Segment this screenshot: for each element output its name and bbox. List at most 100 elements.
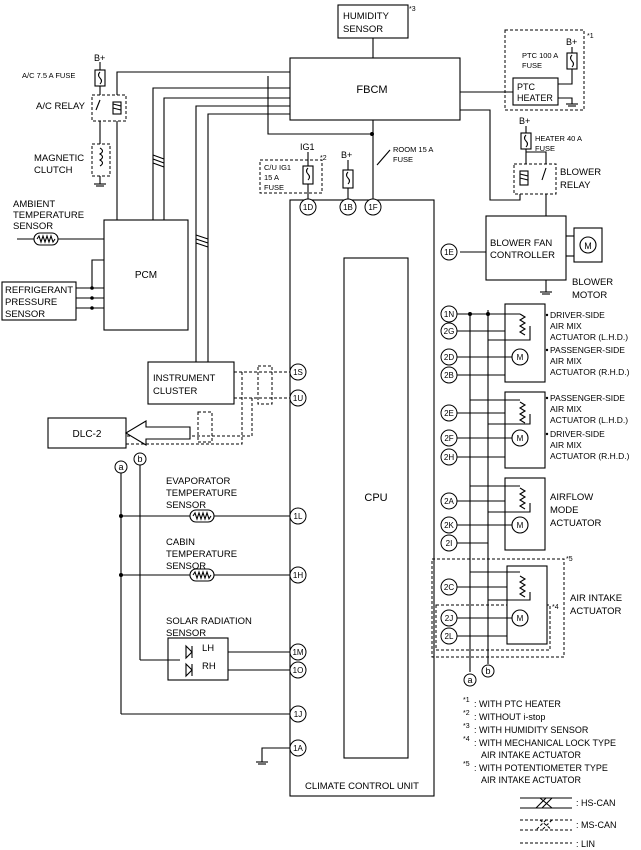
cu-note: *2 bbox=[320, 155, 327, 162]
terminal-1B: 1B bbox=[343, 203, 353, 212]
intake-note-4: *4 bbox=[552, 604, 559, 611]
ccu-top-terminals: 1D 1B 1F bbox=[299, 198, 382, 216]
cabin-sensor: CABIN TEMPERATURE SENSOR bbox=[119, 537, 290, 582]
instrument-cluster-label-1: INSTRUMENT bbox=[153, 373, 215, 384]
blower-motor-label-2: MOTOR bbox=[572, 290, 607, 301]
terminal-1A: 1A bbox=[293, 744, 303, 753]
air-intake-label-1: AIR INTAKE bbox=[570, 593, 622, 604]
terminal-2G: 2G bbox=[444, 327, 455, 336]
fbcm: FBCM bbox=[289, 57, 461, 121]
magnetic-clutch-label-1: MAGNETIC bbox=[34, 153, 84, 164]
refrigerant-sensor-label-2: PRESSURE bbox=[5, 297, 57, 308]
note-4-mark: *4 bbox=[463, 736, 470, 743]
blower-fan-controller-label-1: BLOWER FAN bbox=[490, 238, 552, 249]
terminal-2F: 2F bbox=[444, 434, 453, 443]
air-mix-2-lower-3: ACTUATOR (R.H.D.) bbox=[550, 451, 630, 461]
humidity-sensor-label-2: SENSOR bbox=[343, 24, 383, 35]
note-2-text: : WITHOUT i-stop bbox=[474, 712, 545, 722]
cabin-sensor-label-2: TEMPERATURE bbox=[166, 549, 237, 560]
connector-b-left: b bbox=[137, 454, 142, 464]
legend-ms-can: : MS-CAN bbox=[576, 820, 617, 830]
humidity-note: *3 bbox=[409, 6, 416, 13]
terminal-2K: 2K bbox=[444, 521, 454, 530]
blower-motor-label-1: BLOWER bbox=[572, 277, 613, 288]
left-connectors: a b bbox=[114, 452, 147, 714]
terminal-2H: 2H bbox=[444, 453, 454, 462]
ig1-label: IG1 bbox=[300, 142, 315, 152]
cpu-label: CPU bbox=[364, 492, 387, 504]
cabin-sensor-label-1: CABIN bbox=[166, 537, 195, 548]
climate-control-unit: CPU CLIMATE CONTROL UNIT bbox=[289, 199, 435, 797]
air-intake-label-2: ACTUATOR bbox=[570, 606, 622, 617]
ccu-label: CLIMATE CONTROL UNIT bbox=[305, 781, 419, 792]
ac-fuse-label: A/C 7.5 A FUSE bbox=[22, 71, 75, 80]
evap-sensor-label-3: SENSOR bbox=[166, 500, 206, 511]
terminal-1D: 1D bbox=[303, 203, 313, 212]
ambient-sensor-label-2: TEMPERATURE bbox=[13, 210, 84, 221]
airflow-label-3: ACTUATOR bbox=[550, 518, 602, 529]
evap-sensor-label-1: EVAPORATOR bbox=[166, 476, 231, 487]
ptc-heater-label-2: HEATER bbox=[517, 93, 553, 103]
blower-relay-group: B+ HEATER 40 A FUSE BLOWER RELAY bbox=[460, 109, 601, 216]
terminal-1F: 1F bbox=[368, 203, 377, 212]
blower-fan-group: BLOWER FAN CONTROLLER M BLOWER MOTOR bbox=[460, 215, 613, 301]
air-mix-1-lower-1: PASSENGER-SIDE bbox=[550, 345, 625, 355]
air-intake-m: M bbox=[517, 614, 524, 623]
ccu-left-terminals: 1S 1U 1L 1H 1M 1O 1J 1A bbox=[289, 363, 307, 757]
airflow-m: M bbox=[517, 521, 524, 530]
air-mix-actuator-group-1: M DRIVER-SIDE AIR MIX ACTUATOR (L.H.D.) … bbox=[457, 303, 630, 383]
dlc2-arrow bbox=[124, 420, 191, 446]
note-4-text: : WITH MECHANICAL LOCK TYPE bbox=[474, 738, 616, 748]
air-mix-2-upper-3: ACTUATOR (L.H.D.) bbox=[550, 415, 628, 425]
air-mix-2-lower-1: DRIVER-SIDE bbox=[550, 429, 605, 439]
blower-motor-m: M bbox=[584, 241, 592, 251]
terminal-2L: 2L bbox=[445, 632, 454, 641]
note-3-text: : WITH HUMIDITY SENSOR bbox=[474, 725, 589, 735]
instrument-cluster-label-2: CLUSTER bbox=[153, 386, 197, 397]
terminal-2J: 2J bbox=[445, 614, 453, 623]
dlc2-box bbox=[47, 417, 127, 449]
terminal-2D: 2D bbox=[444, 353, 454, 362]
evaporator-sensor: EVAPORATOR TEMPERATURE SENSOR bbox=[119, 476, 290, 523]
lin-bus-lines: a b bbox=[457, 310, 495, 687]
refrigerant-sensor-label-1: REFRIGERANT bbox=[5, 285, 73, 296]
air-mix-2-lower-2: AIR MIX bbox=[550, 440, 582, 450]
dlc2-label: DLC-2 bbox=[73, 429, 102, 440]
air-intake-actuator: *5 *4 M AIR INTAKE ACTUATOR bbox=[431, 556, 622, 658]
terminal-1L: 1L bbox=[294, 512, 303, 521]
solar-rh: RH bbox=[202, 661, 216, 672]
air-mix-1-m: M bbox=[517, 353, 524, 362]
ac-relay-group: B+ A/C 7.5 A FUSE A/C RELAY MAGNETIC CLU… bbox=[22, 53, 290, 220]
ambient-sensor-label-1: AMBIENT bbox=[13, 199, 55, 210]
terminal-1J: 1J bbox=[294, 710, 302, 719]
legend: : HS-CAN : MS-CAN : LIN bbox=[520, 797, 617, 849]
terminal-1S: 1S bbox=[293, 368, 303, 377]
note-3-mark: *3 bbox=[463, 723, 470, 730]
footnotes: *1 : WITH PTC HEATER *2 : WITHOUT i-stop… bbox=[463, 697, 616, 785]
airflow-label-1: AIRFLOW bbox=[550, 492, 593, 503]
solar-sensor-label-2: SENSOR bbox=[166, 628, 206, 639]
ptc-heater-box bbox=[512, 77, 559, 106]
cu-fuse-label-2: 15 A bbox=[264, 173, 279, 182]
heater-bplus: B+ bbox=[519, 116, 530, 126]
ptc-fuse-label-1: PTC 100 A bbox=[522, 51, 558, 60]
hs-can-lines bbox=[152, 87, 290, 362]
terminal-1U: 1U bbox=[293, 394, 303, 403]
terminal-2B: 2B bbox=[444, 371, 454, 380]
terminal-2A: 2A bbox=[444, 497, 454, 506]
ig1-fuse-group: *2 IG1 C/U IG1 15 A FUSE bbox=[259, 142, 327, 200]
air-mix-2-upper-1: PASSENGER-SIDE bbox=[550, 393, 625, 403]
note-1-text: : WITH PTC HEATER bbox=[474, 699, 561, 709]
terminal-2I: 2I bbox=[446, 539, 453, 548]
ac-relay bbox=[91, 94, 127, 122]
note-5-text: : WITH POTENTIOMETER TYPE bbox=[474, 763, 608, 773]
room-bplus: B+ bbox=[341, 150, 352, 160]
room-fuse-label-2: FUSE bbox=[393, 155, 413, 164]
legend-lin: : LIN bbox=[576, 839, 595, 849]
air-mix-1-lower-3: ACTUATOR (R.H.D.) bbox=[550, 367, 630, 377]
air-mix-2-upper-2: AIR MIX bbox=[550, 404, 582, 414]
fbcm-label: FBCM bbox=[356, 84, 387, 96]
room-fuse-label-1: ROOM 15 A bbox=[393, 145, 433, 154]
pcm: PCM AMBIENT TEMPERATURE SENSOR REFRIGERA… bbox=[1, 199, 189, 331]
air-mix-1-upper-2: AIR MIX bbox=[550, 321, 582, 331]
